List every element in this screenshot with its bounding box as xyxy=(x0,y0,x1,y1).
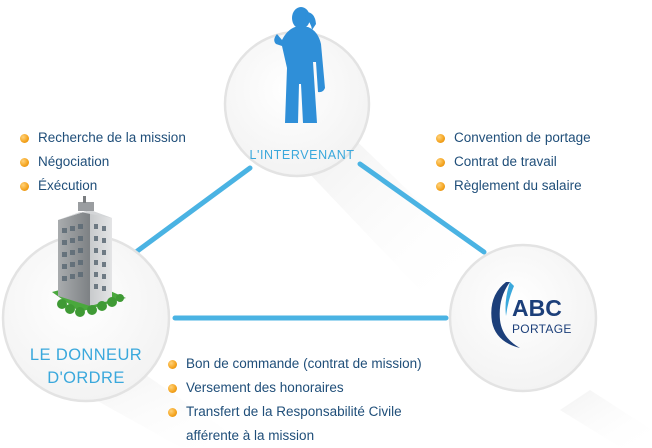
logo-portage-text: PORTAGE xyxy=(512,322,572,336)
connector-top-right xyxy=(357,161,487,255)
node-abc-portage: ABC PORTAGE xyxy=(448,243,598,393)
office-building-icon xyxy=(52,196,126,317)
bullet-icon xyxy=(168,384,177,393)
node-intervenant: L'INTERVENANT xyxy=(223,7,371,178)
abc-task-list: Convention de portage Contrat de travail… xyxy=(436,126,591,198)
person-silhouette-icon xyxy=(274,7,325,123)
list-item: Convention de portage xyxy=(436,126,591,150)
bullet-icon xyxy=(168,360,177,369)
list-item: Bon de commande (contrat de mission) xyxy=(168,352,422,376)
bottom-task-list: Bon de commande (contrat de mission) Ver… xyxy=(168,352,422,448)
bullet-icon xyxy=(436,182,445,191)
bullet-icon xyxy=(20,158,29,167)
list-item-continuation: afférente à la mission xyxy=(186,428,315,443)
connector-top-left xyxy=(133,165,253,255)
node-donneur-ordre: LE DONNEUR D'ORDRE xyxy=(1,196,171,403)
bullet-icon xyxy=(20,182,29,191)
list-item: Transfert de la Responsabilité Civile xyxy=(168,400,422,424)
list-item: Règlement du salaire xyxy=(436,174,591,198)
donneur-label-line2: D'ORDRE xyxy=(47,369,124,387)
list-item: Contrat de travail xyxy=(436,150,591,174)
list-item: Versement des honoraires xyxy=(168,376,422,400)
donneur-task-list: Recherche de la mission Négociation Éxéc… xyxy=(20,126,186,198)
list-item: Recherche de la mission xyxy=(20,126,186,150)
bullet-icon xyxy=(20,134,29,143)
bullet-icon xyxy=(436,134,445,143)
list-item: Éxécution xyxy=(20,174,186,198)
list-item: Négociation xyxy=(20,150,186,174)
intervenant-label: L'INTERVENANT xyxy=(249,148,354,162)
abc-portage-logo: ABC PORTAGE xyxy=(491,282,571,348)
donneur-label-line1: LE DONNEUR xyxy=(30,346,142,364)
logo-abc-text: ABC xyxy=(512,295,562,321)
bullet-icon xyxy=(436,158,445,167)
bullet-icon xyxy=(168,408,177,417)
